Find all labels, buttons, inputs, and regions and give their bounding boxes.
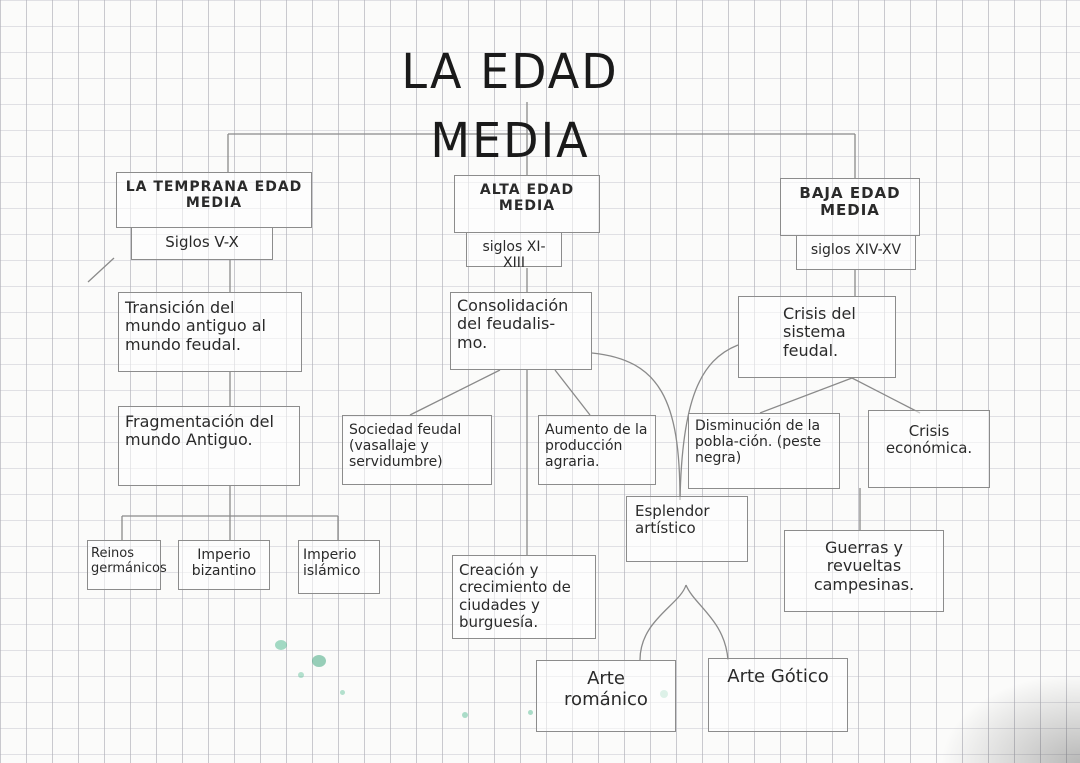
period-name: LA TEMPRANA EDAD MEDIA — [125, 179, 303, 212]
concept-text: Arte Gótico — [727, 666, 829, 687]
period-box-alta: ALTA EDAD MEDIA — [454, 175, 600, 233]
concept-box-guerras: Guerras y revueltas campesinas. — [784, 530, 944, 612]
concept-box-consolidacion: Consolidación del feudalis-mo. — [450, 292, 592, 370]
concept-text: Consolidación del feudalis-mo. — [457, 296, 569, 352]
concept-box-fragmentacion: Fragmentación del mundo Antiguo. — [118, 406, 300, 486]
paint-splatter — [528, 710, 533, 715]
paint-splatter — [462, 712, 468, 718]
period-siglos: siglos XIV-XV — [810, 242, 902, 258]
concept-text: Esplendor artístico — [635, 502, 710, 538]
concept-text: Creación y crecimiento de ciudades y bur… — [459, 561, 571, 631]
page-shadow — [940, 673, 1080, 763]
period-siglos-baja: siglos XIV-XV — [796, 236, 916, 270]
page-title: LA EDAD MEDIA — [401, 42, 619, 169]
concept-box-disminucion: Disminución de la pobla-ción. (peste neg… — [688, 413, 840, 489]
concept-box-arte-gotico: Arte Gótico — [708, 658, 848, 732]
concept-box-arte-romanico: Arte románico — [536, 660, 676, 732]
concept-box-transicion: Transición del mundo antiguo al mundo fe… — [118, 292, 302, 372]
concept-text: Aumento de la producción agraria. — [545, 422, 648, 471]
concept-text: Arte románico — [564, 668, 648, 710]
concept-text: Fragmentación del mundo Antiguo. — [125, 412, 274, 450]
paint-splatter — [340, 690, 345, 695]
period-siglos: siglos XI-XIII — [482, 239, 546, 272]
period-siglos-temprana: Siglos V-X — [131, 228, 273, 260]
concept-box-islamico: Imperio islámico — [298, 540, 380, 594]
concept-box-bizantino: Imperio bizantino — [178, 540, 270, 590]
concept-box-sociedad: Sociedad feudal (vasallaje y servidumbre… — [342, 415, 492, 485]
period-name: ALTA EDAD MEDIA — [479, 182, 575, 215]
concept-box-crisis-economica: Crisis económica. — [868, 410, 990, 488]
concept-text: Sociedad feudal (vasallaje y servidumbre… — [349, 422, 462, 471]
concept-text: Imperio bizantino — [191, 547, 257, 580]
period-box-temprana: LA TEMPRANA EDAD MEDIA — [116, 172, 312, 228]
concept-text: Guerras y revueltas campesinas. — [813, 538, 915, 594]
concept-box-aumento: Aumento de la producción agraria. — [538, 415, 656, 485]
concept-text: Disminución de la pobla-ción. (peste neg… — [695, 418, 822, 467]
concept-text: Reinos germánicos — [91, 546, 167, 576]
paint-splatter — [312, 655, 326, 667]
concept-text: Crisis económica. — [885, 422, 973, 458]
concept-text: Imperio islámico — [303, 547, 361, 580]
concept-text: Transición del mundo antiguo al mundo fe… — [125, 298, 266, 354]
concept-box-creacion: Creación y crecimiento de ciudades y bur… — [452, 555, 596, 639]
period-name: BAJA EDAD MEDIA — [799, 184, 901, 220]
paint-splatter — [275, 640, 287, 650]
period-box-baja: BAJA EDAD MEDIA — [780, 178, 920, 236]
period-siglos-alta: siglos XI-XIII — [466, 233, 562, 271]
concept-box-crisis-sistema: Crisis del sistema feudal. — [738, 296, 896, 378]
period-siglos: Siglos V-X — [165, 233, 239, 251]
concept-box-reinos: Reinos germánicos — [87, 540, 167, 590]
concept-text: Crisis del sistema feudal. — [783, 304, 856, 360]
paint-splatter — [298, 672, 304, 678]
concept-box-esplendor: Esplendor artístico — [626, 496, 748, 562]
